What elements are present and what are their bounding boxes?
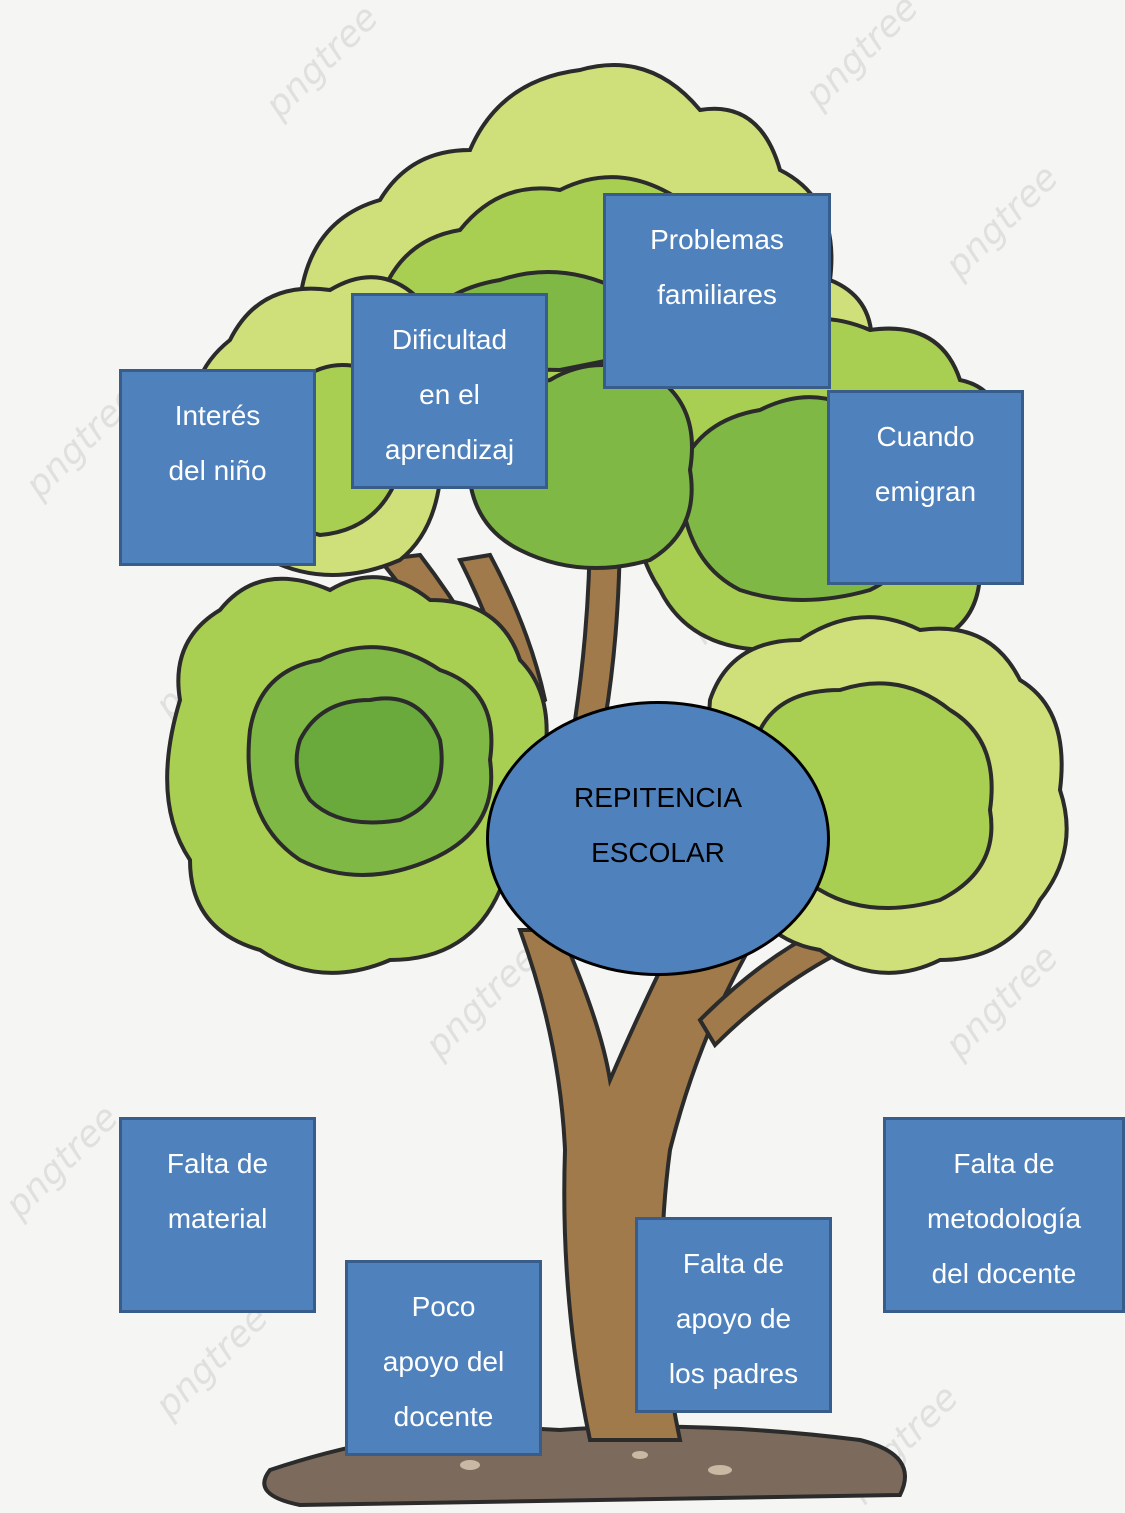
cause-box-emigran: Cuando emigran xyxy=(827,390,1024,585)
watermark-text: pngtree xyxy=(257,0,387,127)
watermark-text: pngtree xyxy=(937,157,1067,287)
cause-box-interes: Interés del niño xyxy=(119,369,316,566)
cause-box-dificultad: Dificultad en el aprendizaj xyxy=(351,293,548,489)
watermark-text: pngtree xyxy=(0,1097,127,1227)
cause-box-material: Falta de material xyxy=(119,1117,316,1313)
watermark-text: pngtree xyxy=(147,1297,277,1427)
cause-box-poco-apoyo: Poco apoyo del docente xyxy=(345,1260,542,1456)
watermark-text: pngtree xyxy=(797,0,927,117)
central-problem-ellipse: REPITENCIA ESCOLAR xyxy=(486,701,830,976)
cause-box-apoyo-padres: Falta de apoyo de los padres xyxy=(635,1217,832,1413)
cause-box-metodologia: Falta de metodología del docente xyxy=(883,1117,1125,1313)
cause-box-problemas: Problemas familiares xyxy=(603,193,831,389)
